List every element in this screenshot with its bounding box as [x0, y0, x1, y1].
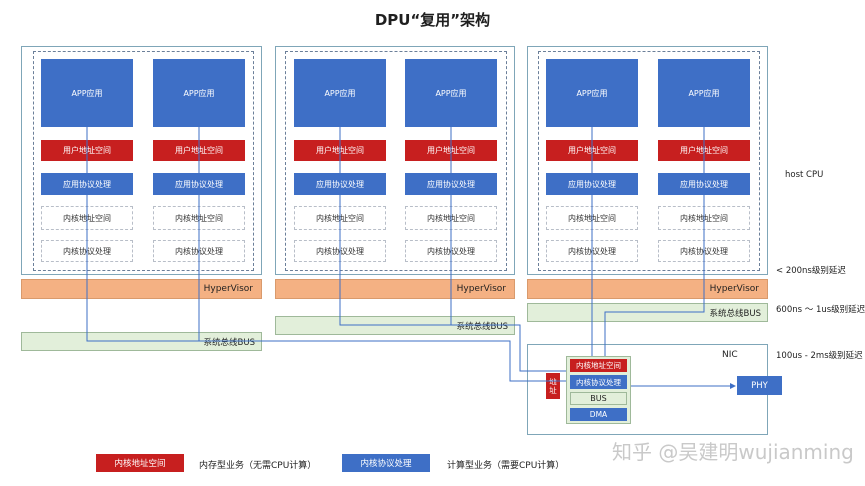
legend-red-desc: 内存型业务（无需CPU计算）	[199, 461, 317, 471]
app-box: APP应用	[658, 59, 750, 127]
app-box: APP应用	[294, 59, 386, 127]
note-latency-3: 100us - 2ms级别延迟	[776, 351, 863, 361]
app-box: APP应用	[41, 59, 133, 127]
phy-box: PHY	[737, 376, 782, 395]
nic-kernel-protocol: 内核协议处理	[570, 375, 627, 389]
nic-kernel-addr-space: 内核地址空间	[570, 359, 627, 372]
hypervisor-bar-2: HyperVisor	[275, 279, 515, 299]
nic-dma: DMA	[570, 408, 627, 421]
watermark: 知乎 @吴建明wujianming	[612, 440, 854, 464]
note-host-cpu: host CPU	[785, 170, 824, 180]
hypervisor-bar-3: HyperVisor	[527, 279, 768, 299]
vm-group-1	[33, 51, 254, 271]
app-box: APP应用	[405, 59, 497, 127]
app-box: APP应用	[153, 59, 245, 127]
nic-address-tag: 地址	[546, 373, 560, 399]
nic-label: NIC	[722, 350, 738, 360]
note-latency-1: < 200ns级别延迟	[776, 266, 846, 276]
hypervisor-bar-1: HyperVisor	[21, 279, 262, 299]
app-box: APP应用	[546, 59, 638, 127]
vm-group-3	[538, 51, 760, 271]
note-latency-2: 600ns ～ 1us级别延迟	[776, 305, 865, 315]
vm-group-2	[285, 51, 507, 271]
legend-blue-box: 内核协议处理	[342, 454, 430, 472]
legend-red-box: 内核地址空间	[96, 454, 184, 472]
legend-blue-desc: 计算型业务（需要CPU计算）	[447, 461, 565, 471]
diagram-title: DPU“复用”架构	[374, 11, 491, 29]
nic-bus: BUS	[570, 392, 627, 405]
